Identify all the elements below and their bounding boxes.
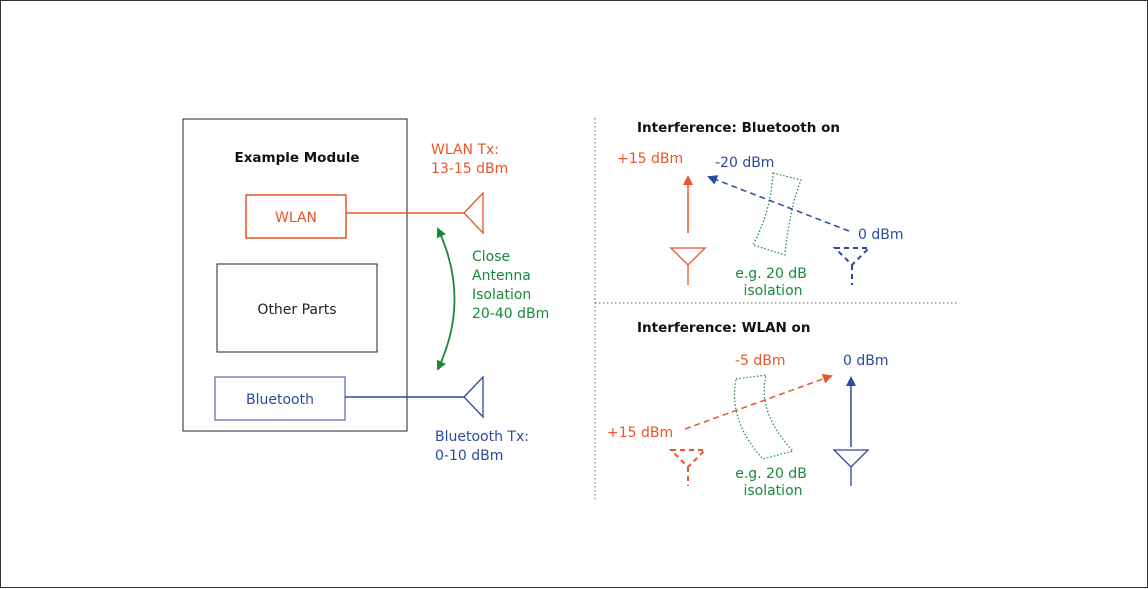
isolation-label-1: Close	[472, 249, 510, 265]
panel-bt-received-level: -20 dBm	[715, 155, 774, 171]
bluetooth-antenna-icon	[463, 375, 484, 419]
isolation-label-3: Isolation	[472, 287, 531, 303]
panel-wlan-wlan-antenna-icon	[668, 449, 708, 469]
bluetooth-block	[214, 376, 346, 421]
panel-wlan-isolation-1: e.g. 20 dB	[735, 466, 807, 482]
bt-tx-label-1: Bluetooth Tx:	[435, 429, 529, 445]
bt-tx-label-2: 0-10 dBm	[435, 448, 503, 464]
panel-wlan-isolation-2: isolation	[743, 483, 802, 499]
wlan-block-label: WLAN	[275, 210, 317, 226]
other-parts-block	[216, 263, 378, 353]
panel-bt-leak-arrow	[707, 175, 850, 232]
panel-bt-wlan-level: +15 dBm	[617, 151, 683, 167]
panel-bt-isolation-2: isolation	[743, 283, 802, 299]
wlan-tx-label-2: 13-15 dBm	[431, 161, 508, 177]
panel-wlan-isolation-barrier	[733, 374, 795, 460]
isolation-label-4: 20-40 dBm	[472, 306, 549, 322]
isolation-arc-arrow	[436, 227, 456, 371]
module-title: Example Module	[234, 150, 359, 166]
isolation-label-2: Antenna	[472, 268, 531, 284]
wlan-tx-label-1: WLAN Tx:	[431, 142, 499, 158]
module-box	[182, 118, 408, 432]
panel-bt-isolation-1: e.g. 20 dB	[735, 266, 807, 282]
panel-wlan-wlan-level: +15 dBm	[607, 425, 673, 441]
panel-wlan-bt-level: 0 dBm	[843, 353, 889, 369]
panel-wlan-leak-arrow	[684, 374, 833, 430]
panel-bt-wlan-antenna-icon	[669, 247, 707, 266]
wlan-block	[245, 194, 347, 239]
other-parts-label: Other Parts	[257, 302, 336, 318]
panel-wlan-received-level: -5 dBm	[735, 353, 786, 369]
wlan-antenna-icon	[463, 191, 484, 235]
panel-bt-bt-level: 0 dBm	[858, 227, 904, 243]
bluetooth-block-label: Bluetooth	[246, 392, 314, 408]
panel-wlan-title: Interference: WLAN on	[637, 320, 810, 336]
panel-bt-title: Interference: Bluetooth on	[637, 120, 840, 136]
panel-bt-bt-antenna-icon	[832, 247, 872, 267]
panel-bt-isolation-barrier	[752, 172, 802, 256]
panel-wlan-bt-antenna-icon	[832, 449, 870, 468]
